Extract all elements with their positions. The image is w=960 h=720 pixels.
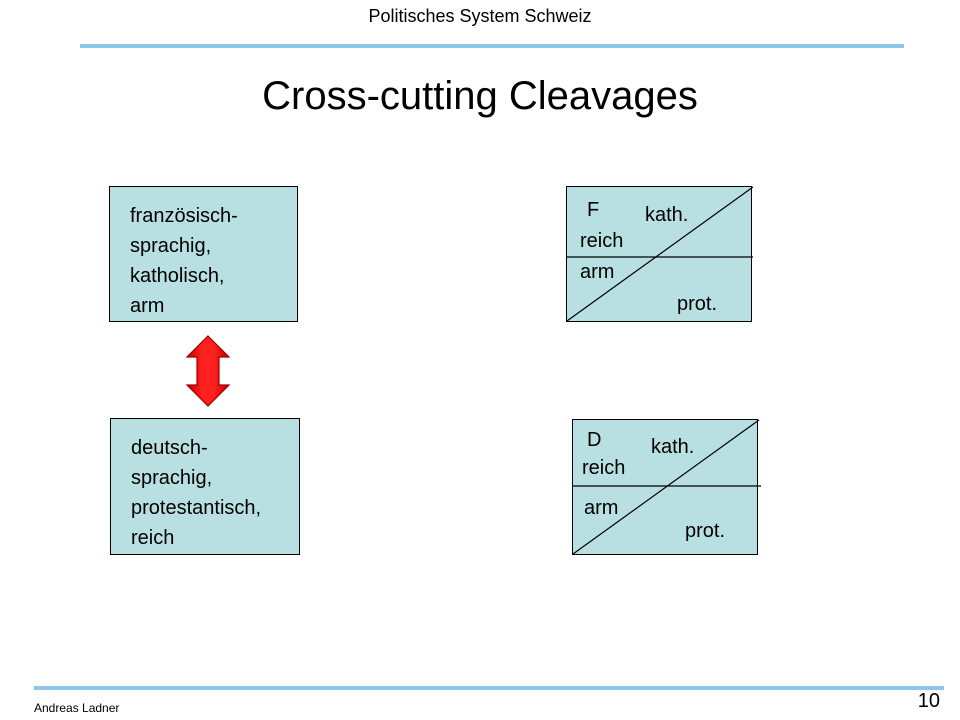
german-speaking-box: deutsch- sprachig, protestantisch, reich <box>110 418 300 555</box>
page-number: 10 <box>917 690 940 712</box>
box-line: sprachig, <box>131 467 213 489</box>
slide-title: Cross-cutting Cleavages <box>262 74 698 118</box>
label-arm: arm <box>584 497 619 519</box>
box-line: reich <box>131 527 175 549</box>
label-kath: kath. <box>651 436 695 458</box>
cell-letter: D <box>587 429 602 451</box>
label-prot: prot. <box>685 520 726 542</box>
label-prot: prot. <box>677 293 718 315</box>
presentation-header: Politisches System Schweiz <box>368 6 592 26</box>
box-line: protestantisch, <box>131 497 262 519</box>
author-name: Andreas Ladner <box>34 701 120 715</box>
label-reich: reich <box>580 230 624 252</box>
cell-divider-lines <box>572 419 761 555</box>
box-line: deutsch- <box>131 437 208 459</box>
german-cross-cutting-cell: D kath. reich arm prot. <box>572 419 761 555</box>
label-reich: reich <box>582 457 626 479</box>
label-arm: arm <box>580 261 615 283</box>
box-line: katholisch, <box>130 265 225 287</box>
french-cross-cutting-cell: F kath. reich arm prot. <box>566 186 754 322</box>
header-divider <box>80 44 904 48</box>
box-line: französisch- <box>130 205 238 227</box>
box-line: sprachig, <box>130 235 212 257</box>
footer-divider <box>34 686 944 690</box>
box-line: arm <box>130 295 165 317</box>
label-kath: kath. <box>645 204 689 226</box>
french-speaking-box: französisch- sprachig, katholisch, arm <box>109 186 298 322</box>
cell-letter: F <box>587 199 600 221</box>
double-arrow-icon <box>186 335 230 407</box>
cell-divider-lines <box>566 186 754 322</box>
